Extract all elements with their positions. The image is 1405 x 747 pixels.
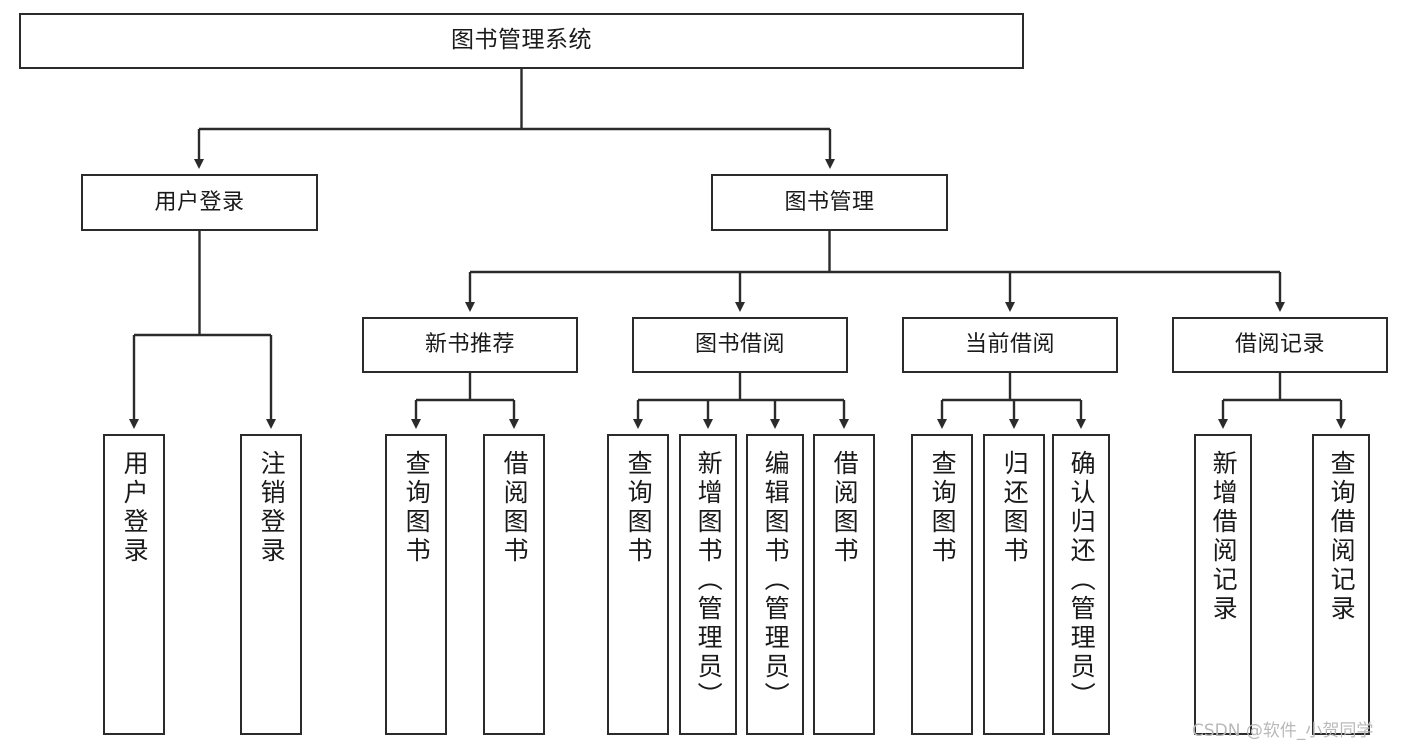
- node-leaf-7[interactable]: 借阅图书: [813, 434, 875, 735]
- node-leaf-2[interactable]: 查询图书: [385, 434, 447, 735]
- node-leaf-8[interactable]: 查询图书: [911, 434, 973, 735]
- node-leaf-3[interactable]: 借阅图书: [483, 434, 545, 735]
- node-level3-3-label: 借阅记录: [1234, 332, 1325, 358]
- csdn-watermark: CSDN @软件_小贺同学: [1192, 721, 1374, 741]
- node-leaf-8-label: 查询图书: [928, 450, 958, 566]
- node-leaf-6[interactable]: 编辑图书（管理员）: [746, 434, 804, 735]
- node-leaf-4-label: 查询图书: [624, 450, 654, 566]
- node-leaf-7-label: 借阅图书: [830, 450, 860, 566]
- node-leaf-10[interactable]: 确认归还（管理员）: [1052, 434, 1110, 735]
- node-leaf-3-label: 借阅图书: [500, 450, 530, 566]
- node-leaf-6-label: 编辑图书（管理员）: [761, 450, 791, 711]
- node-level2-1-label: 图书管理: [784, 189, 875, 215]
- node-level2-1[interactable]: 图书管理: [711, 174, 948, 231]
- node-leaf-9-label: 归还图书: [1000, 450, 1030, 566]
- node-level3-2-label: 当前借阅: [964, 332, 1055, 358]
- node-root-0-label: 图书管理系统: [451, 27, 592, 54]
- node-leaf-9[interactable]: 归还图书: [983, 434, 1045, 735]
- node-leaf-5[interactable]: 新增图书（管理员）: [679, 434, 737, 735]
- node-leaf-2-label: 查询图书: [402, 450, 432, 566]
- node-leaf-1[interactable]: 注销登录: [240, 434, 302, 735]
- node-leaf-10-label: 确认归还（管理员）: [1067, 450, 1097, 711]
- node-leaf-11-label: 新增借阅记录: [1209, 450, 1239, 624]
- node-level2-0-label: 用户登录: [154, 189, 245, 215]
- node-leaf-5-label: 新增图书（管理员）: [694, 450, 724, 711]
- node-leaf-4[interactable]: 查询图书: [607, 434, 669, 735]
- node-leaf-12-label: 查询借阅记录: [1327, 450, 1357, 624]
- node-leaf-1-label: 注销登录: [257, 450, 287, 566]
- node-level3-3[interactable]: 借阅记录: [1172, 317, 1388, 373]
- node-leaf-0-label: 用户登录: [120, 450, 150, 566]
- node-leaf-12[interactable]: 查询借阅记录: [1312, 434, 1370, 735]
- node-leaf-0[interactable]: 用户登录: [103, 434, 165, 735]
- node-root-0[interactable]: 图书管理系统: [19, 13, 1024, 69]
- node-level3-1-label: 图书借阅: [694, 332, 785, 358]
- node-level2-0[interactable]: 用户登录: [81, 174, 318, 231]
- node-level3-1[interactable]: 图书借阅: [632, 317, 848, 373]
- node-level3-2[interactable]: 当前借阅: [902, 317, 1118, 373]
- node-leaf-11[interactable]: 新增借阅记录: [1194, 434, 1252, 735]
- node-level3-0-label: 新书推荐: [424, 332, 515, 358]
- node-level3-0[interactable]: 新书推荐: [362, 317, 578, 373]
